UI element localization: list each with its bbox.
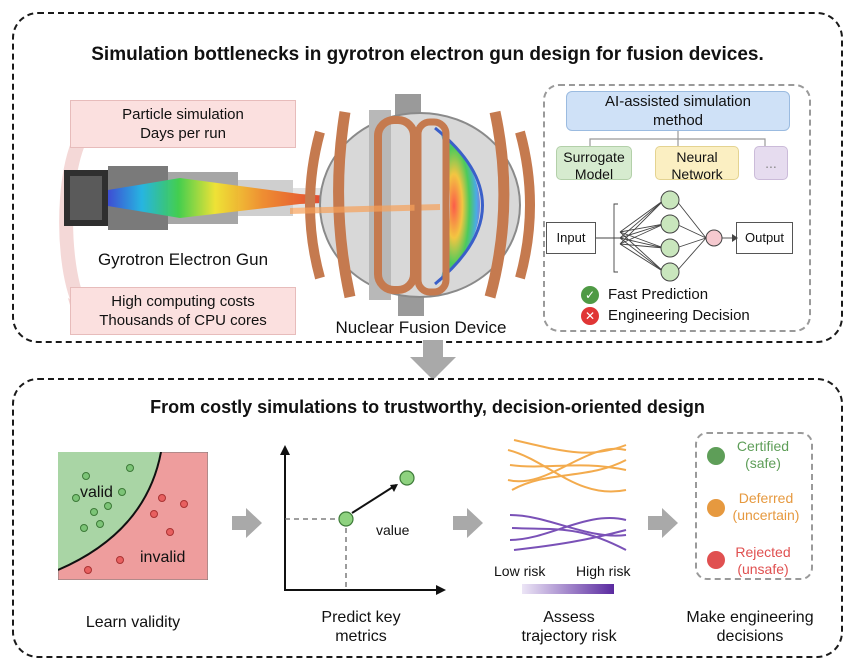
gyrotron-gun-label: Gyrotron Electron Gun bbox=[97, 250, 269, 269]
predict-metrics-line1: Predict key bbox=[321, 609, 401, 626]
make-decisions-caption: Make engineering decisions bbox=[660, 608, 840, 646]
top-panel-title: Simulation bottlenecks in gyrotron elect… bbox=[91, 44, 764, 65]
assess-risk-line2: trajectory risk bbox=[521, 628, 617, 645]
neural-line2: Network bbox=[671, 166, 723, 182]
computing-costs-line2: Thousands of CPU cores bbox=[99, 312, 267, 329]
certified-line1: Certified bbox=[736, 438, 790, 454]
predict-metrics-line2: metrics bbox=[335, 628, 387, 645]
certified-line2: (safe) bbox=[745, 455, 781, 471]
ai-tree-connectors bbox=[589, 131, 766, 146]
value-label: value bbox=[376, 522, 410, 538]
rejected-line1: Rejected bbox=[735, 544, 791, 560]
right-arrow-icon bbox=[648, 508, 678, 538]
certified-label: Certified (safe) bbox=[728, 438, 798, 472]
certified-dot bbox=[707, 447, 725, 465]
surrogate-line1: Surrogate bbox=[563, 149, 625, 165]
validity-plot bbox=[58, 452, 208, 580]
rejected-dot bbox=[707, 551, 725, 569]
computing-costs-box: High computing costs Thousands of CPU co… bbox=[70, 287, 296, 335]
neural-network-box: Neural Network bbox=[655, 146, 739, 182]
assess-risk-caption: Assess trajectory risk bbox=[494, 608, 644, 646]
low-risk-label: Low risk bbox=[494, 563, 546, 579]
ai-method-title-line1: AI-assisted simulation bbox=[605, 93, 751, 110]
computing-costs-line1: High computing costs bbox=[111, 293, 255, 310]
decisions-panel bbox=[695, 432, 813, 580]
deferred-dot bbox=[707, 499, 725, 517]
neural-line1: Neural bbox=[676, 149, 718, 165]
invalid-label: invalid bbox=[140, 549, 186, 566]
valid-label: valid bbox=[80, 484, 113, 501]
ai-method-title: AI-assisted simulation method bbox=[566, 91, 790, 131]
particle-simulation-box: Particle simulation Days per run bbox=[70, 100, 296, 148]
deferred-line2: (uncertain) bbox=[732, 507, 800, 523]
ai-method-title-line2: method bbox=[652, 112, 704, 129]
surrogate-model-box: Surrogate Model bbox=[556, 146, 632, 182]
metrics-plot bbox=[280, 445, 446, 595]
bottom-panel-title: From costly simulations to trustworthy, … bbox=[150, 397, 705, 417]
nn-input-box: Input bbox=[546, 222, 596, 254]
assess-risk-line1: Assess bbox=[543, 609, 595, 626]
high-risk-label: High risk bbox=[576, 563, 631, 579]
bottom-panel bbox=[12, 378, 843, 658]
rejected-label: Rejected (unsafe) bbox=[728, 544, 798, 578]
cross-icon: ✕ bbox=[581, 307, 599, 325]
electron-gun-illustration bbox=[64, 166, 390, 230]
trajectory-risk-plot bbox=[507, 439, 627, 551]
deferred-line1: Deferred bbox=[738, 490, 794, 506]
fusion-device-label: Nuclear Fusion Device bbox=[335, 318, 507, 337]
nn-diagram bbox=[596, 190, 738, 282]
right-arrow-icon bbox=[453, 508, 483, 538]
deferred-label: Deferred (uncertain) bbox=[724, 490, 808, 524]
make-decisions-line2: decisions bbox=[716, 628, 784, 645]
learn-validity-caption: Learn validity bbox=[85, 614, 181, 631]
nn-output-box: Output bbox=[736, 222, 793, 254]
check-icon: ✓ bbox=[581, 286, 599, 304]
fast-prediction-label: Fast Prediction bbox=[608, 286, 709, 303]
surrogate-line2: Model bbox=[574, 166, 614, 182]
particle-simulation-line2: Days per run bbox=[140, 125, 226, 142]
predict-metrics-caption: Predict key metrics bbox=[276, 608, 446, 646]
ai-method-panel bbox=[543, 84, 811, 332]
engineering-decision-label: Engineering Decision bbox=[608, 307, 750, 324]
fusion-device-illustration bbox=[290, 94, 535, 316]
down-arrow-icon bbox=[410, 340, 456, 380]
particle-simulation-line1: Particle simulation bbox=[122, 106, 244, 123]
right-arrow-icon bbox=[232, 508, 262, 538]
make-decisions-line1: Make engineering bbox=[686, 609, 814, 626]
risk-gradient-bar bbox=[522, 584, 614, 594]
more-methods-box: ... bbox=[754, 146, 788, 180]
rejected-line2: (unsafe) bbox=[737, 561, 789, 577]
